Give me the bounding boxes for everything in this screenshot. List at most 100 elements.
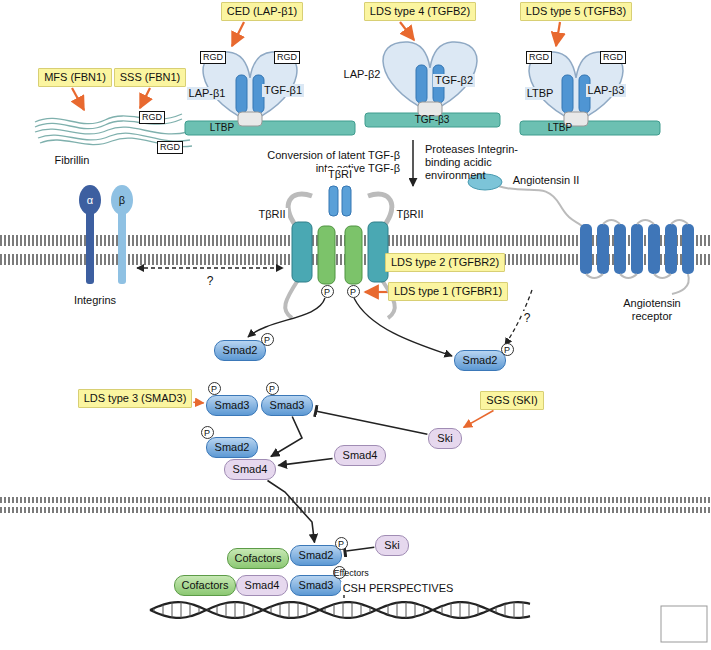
node-text: RGD: [203, 52, 223, 63]
node-text: RGD: [529, 52, 549, 63]
dna-base-pair: [280, 604, 281, 617]
dna-base-pair: [316, 608, 317, 611]
receptor-name: TβRII: [256, 208, 287, 221]
node-text: SSS (FBN1): [120, 71, 181, 84]
protein-name: LTBP: [208, 122, 236, 134]
node-text: LDS type 3 (SMAD3): [84, 392, 187, 405]
disease-label-box: LDS type 5 (TGFB3): [520, 2, 632, 21]
rgd-motif-box: RGD: [200, 51, 226, 64]
dna-base-pair: [172, 602, 173, 617]
dna-base-pair: [487, 609, 488, 611]
node-text: Cofactors: [234, 552, 281, 565]
disease-label-box: CED (LAP-β1): [221, 2, 304, 21]
disease-label-box: SGS (SKI): [480, 391, 543, 410]
dna-base-pair: [505, 604, 506, 616]
receptor-name: TβRI: [326, 168, 354, 181]
node-text: Smad2: [463, 354, 498, 367]
integrin-receptor-link: [137, 267, 283, 268]
node-text: Cofactors: [181, 579, 228, 592]
subunit-name: α: [85, 194, 95, 207]
dna-base-pair: [199, 607, 200, 614]
ltbp-band: [185, 121, 355, 135]
dna-base-pair: [442, 606, 443, 614]
question-mark: ?: [205, 274, 216, 288]
dna-base-pair: [469, 603, 470, 617]
dna-base-pair: [271, 607, 272, 614]
disease-label-box: LDS type 4 (TGFB2): [364, 2, 476, 21]
protein-name: LTBP: [546, 122, 574, 134]
node-text: Ski: [384, 539, 399, 552]
node-text: Smad2: [223, 344, 258, 357]
dna-base-pair: [163, 605, 164, 616]
protein-name: LTBP: [525, 87, 556, 100]
dna-base-pair: [181, 602, 182, 618]
dna-base-pair: [370, 607, 371, 612]
node-text: Smad2: [215, 441, 250, 454]
protein-name: LAP-β3: [586, 84, 627, 97]
protein-name: TGF-β3: [413, 114, 452, 126]
dna-base-pair: [343, 602, 344, 617]
dna-base-pair: [289, 602, 290, 618]
dna-strand: [150, 602, 530, 618]
ski-protein: Ski: [375, 535, 408, 556]
rgd-motif-box: RGD: [600, 51, 626, 64]
smad-protein: Smad2: [206, 437, 259, 458]
activation-arrow: [412, 140, 414, 186]
phosphate: P: [208, 382, 221, 395]
dna-base-pair: [244, 603, 245, 617]
inhibition-connector: [315, 411, 427, 434]
dna-base-pair: [235, 602, 236, 618]
smad-protein: Smad3: [261, 395, 314, 416]
rgd-motif-box: RGD: [274, 51, 300, 64]
node-text: RGD: [603, 52, 623, 63]
phosphate: P: [266, 382, 279, 395]
rgd-motif-box: RGD: [526, 51, 552, 64]
protein-name: TGF-β1: [262, 84, 304, 97]
dna-base-pair: [397, 603, 398, 618]
node-text: Ski: [437, 432, 452, 445]
smad-protein: Smad2: [454, 350, 507, 371]
dna-base-pair: [451, 603, 452, 617]
smad4-protein: Smad4: [224, 459, 277, 480]
protein-name: Fibrillin: [53, 154, 92, 167]
smad4-protein: Smad4: [236, 575, 289, 596]
dna-base-pair: [325, 608, 326, 613]
smad-protein: Smad3: [206, 395, 259, 416]
disease-label-box: SSS (FBN1): [114, 68, 187, 87]
node-text: Smad4: [233, 463, 268, 476]
dna-base-pair: [352, 602, 353, 618]
activation-connector: [267, 481, 314, 543]
phosphorylation-arrow: [248, 298, 325, 337]
dna-base-pair: [406, 602, 407, 618]
ski-protein: Ski: [428, 428, 461, 449]
dna-base-pair: [361, 604, 362, 616]
dna-base-pair: [388, 605, 389, 615]
receptor-name: Angiotensin receptor: [612, 297, 692, 323]
node-text: Smad4: [245, 579, 280, 592]
node-text: RGD: [142, 112, 162, 123]
dna-base-pair: [460, 602, 461, 618]
node-text: LDS type 2 (TGFBR2): [391, 256, 499, 269]
angiotensin-smad-link: [505, 290, 532, 345]
dna-base-pair: [190, 604, 191, 617]
dna-base-pair: [415, 603, 416, 616]
dna-base-pair: [523, 602, 524, 617]
activation-connector: [193, 401, 203, 403]
cofactor-protein: Cofactors: [227, 548, 288, 569]
phosphate: P: [501, 343, 514, 356]
phosphate: P: [261, 333, 274, 346]
phosphate: Effectors: [333, 566, 346, 579]
smad-protein: Smad2: [290, 545, 343, 566]
dna-base-pair: [514, 602, 515, 618]
angiotensin-receptor-drawing: [468, 174, 694, 294]
node-text: Smad3: [299, 579, 334, 592]
dna-base-pair: [496, 607, 497, 613]
phosphate: P: [201, 426, 214, 439]
protein-name: LAP-β1: [187, 87, 228, 100]
dna-base-pair: [334, 604, 335, 615]
smad-protein: Smad2: [214, 340, 267, 361]
inhibition-connector: [344, 547, 374, 551]
phosphate: P: [321, 285, 334, 298]
node-text: RGD: [160, 142, 180, 153]
